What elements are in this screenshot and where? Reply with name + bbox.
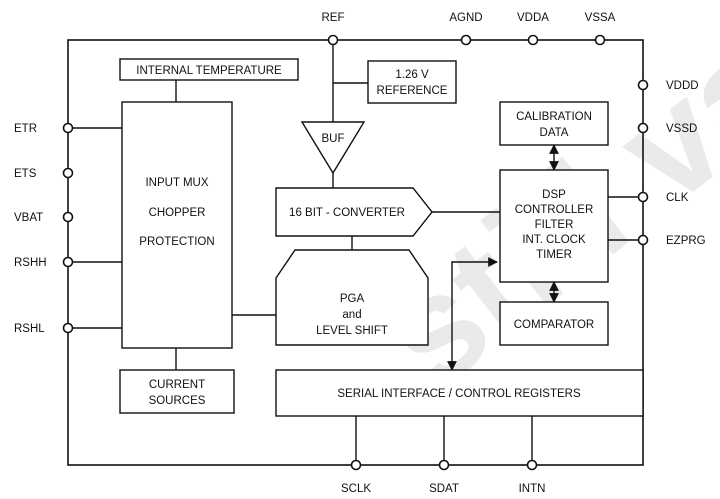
- pin-etr: [62, 122, 74, 134]
- pin-vddd: [637, 79, 649, 91]
- pin-label-ets: ETS: [14, 168, 37, 180]
- pin-label-etr: ETR: [14, 123, 37, 135]
- pin-vssa: [594, 34, 606, 46]
- serial-dsp-arrow: [447, 257, 498, 371]
- pin-label-rshh: RSHH: [14, 257, 47, 269]
- converter-block: 16 BIT - CONVERTER: [275, 187, 433, 237]
- input-mux-label: INPUT MUX: [145, 177, 208, 189]
- pin-label-sdat: SDAT: [429, 483, 459, 495]
- protection-label: PROTECTION: [139, 236, 214, 248]
- internal-temperature-label: INTERNAL TEMPERATURE: [136, 65, 282, 77]
- pin-ezprg: [637, 234, 649, 246]
- current-sources-block: CURRENT SOURCES: [119, 369, 235, 414]
- serial-interface-block: SERIAL INTERFACE / CONTROL REGISTERS: [275, 369, 644, 417]
- pin-label-vbat: VBAT: [14, 212, 43, 224]
- pin-label-vssa: VSSA: [585, 12, 616, 24]
- pin-label-vddd: VDDD: [666, 80, 699, 92]
- buffer-block: BUF: [300, 121, 366, 175]
- int-clock-label: INT. CLOCK: [522, 234, 586, 246]
- timer-label: TIMER: [536, 249, 572, 261]
- sources-label: SOURCES: [149, 395, 206, 407]
- pin-sdat: [438, 459, 450, 471]
- filter-label: FILTER: [535, 219, 574, 231]
- pin-label-clk: CLK: [666, 192, 689, 204]
- calibration-label-1: CALIBRATION: [516, 111, 592, 123]
- dsp-label: DSP: [542, 189, 566, 201]
- buffer-label: BUF: [322, 133, 345, 145]
- pga-block: PGA and LEVEL SHIFT: [275, 249, 429, 346]
- pin-sclk: [350, 459, 362, 471]
- converter-label: 16 BIT - CONVERTER: [289, 207, 405, 219]
- pin-rshl: [62, 322, 74, 334]
- serial-interface-label: SERIAL INTERFACE / CONTROL REGISTERS: [337, 388, 581, 400]
- pin-vdda: [527, 34, 539, 46]
- chopper-label: CHOPPER: [149, 207, 206, 219]
- reference-label: REFERENCE: [377, 85, 448, 97]
- internal-temperature-block: INTERNAL TEMPERATURE: [119, 58, 299, 81]
- pin-label-agnd: AGND: [449, 12, 482, 24]
- pin-rshh: [62, 256, 74, 268]
- pin-label-intn: INTN: [519, 483, 546, 495]
- controller-label: CONTROLLER: [515, 204, 594, 216]
- pin-ets: [62, 167, 74, 179]
- pin-agnd: [460, 34, 472, 46]
- current-label: CURRENT: [149, 379, 205, 391]
- pin-label-vssd: VSSD: [666, 123, 697, 135]
- input-mux-block: INPUT MUX CHOPPER PROTECTION: [121, 101, 233, 349]
- pin-clk: [637, 191, 649, 203]
- reference-block: 1.26 V REFERENCE: [367, 60, 457, 104]
- pin-vbat: [62, 211, 74, 223]
- dsp-block: DSP CONTROLLER FILTER INT. CLOCK TIMER: [499, 169, 609, 283]
- pin-label-ref: REF: [322, 12, 345, 24]
- comparator-block: COMPARATOR: [499, 301, 609, 346]
- pin-vssd: [637, 122, 649, 134]
- reference-voltage-label: 1.26 V: [395, 69, 429, 81]
- pin-label-vdda: VDDA: [517, 12, 549, 24]
- pin-ref: [327, 34, 339, 46]
- calibration-block: CALIBRATION DATA: [499, 101, 609, 146]
- pga-label: PGA: [340, 293, 365, 305]
- level-shift-label: LEVEL SHIFT: [316, 325, 388, 337]
- comparator-label: COMPARATOR: [514, 319, 595, 331]
- calibration-label-2: DATA: [540, 127, 569, 139]
- pin-intn: [526, 459, 538, 471]
- pin-label-rshl: RSHL: [14, 323, 45, 335]
- pin-label-ezprg: EZPRG: [666, 235, 706, 247]
- pga-and-label: and: [342, 309, 361, 321]
- pin-label-sclk: SCLK: [341, 483, 371, 495]
